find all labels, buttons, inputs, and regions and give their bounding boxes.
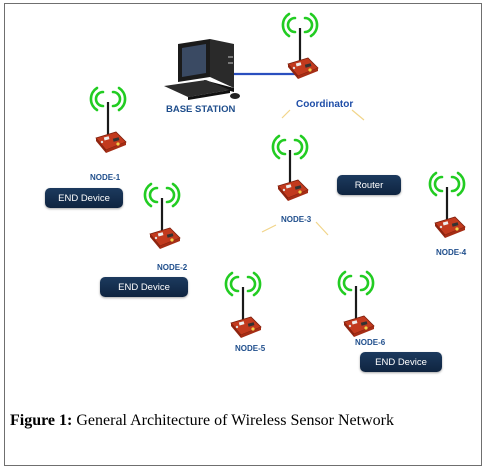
end-device-badge-2: END Device xyxy=(100,277,188,297)
node-5-label: NODE-5 xyxy=(235,344,266,353)
node-4-label: NODE-4 xyxy=(436,248,467,257)
figure-caption: Figure 1: General Architecture of Wirele… xyxy=(10,410,470,432)
coordinator-node-icon xyxy=(283,14,318,79)
node-1-icon xyxy=(91,88,126,153)
base-station-computer-icon xyxy=(164,39,240,100)
caption-label: Figure 1: xyxy=(10,412,73,429)
node-2-icon xyxy=(145,184,180,249)
coordinator-label: Coordinator xyxy=(296,99,354,110)
caption-text: General Architecture of Wireless Sensor … xyxy=(72,412,394,429)
end-device-badge-1: END Device xyxy=(45,188,123,208)
base-station-label: BASE STATION xyxy=(166,104,236,115)
router-badge: Router xyxy=(337,175,401,195)
node-2-label: NODE-2 xyxy=(157,263,188,272)
end-device-badge-3: END Device xyxy=(360,352,442,372)
node-6-icon xyxy=(339,272,374,337)
node-3-label: NODE-3 xyxy=(281,215,312,224)
node-4-icon xyxy=(430,173,465,238)
node-5-icon xyxy=(226,273,261,338)
node-6-label: NODE-6 xyxy=(355,338,386,347)
node-3-icon xyxy=(273,136,308,201)
node-1-label: NODE-1 xyxy=(90,173,121,182)
figure-frame xyxy=(4,3,482,466)
